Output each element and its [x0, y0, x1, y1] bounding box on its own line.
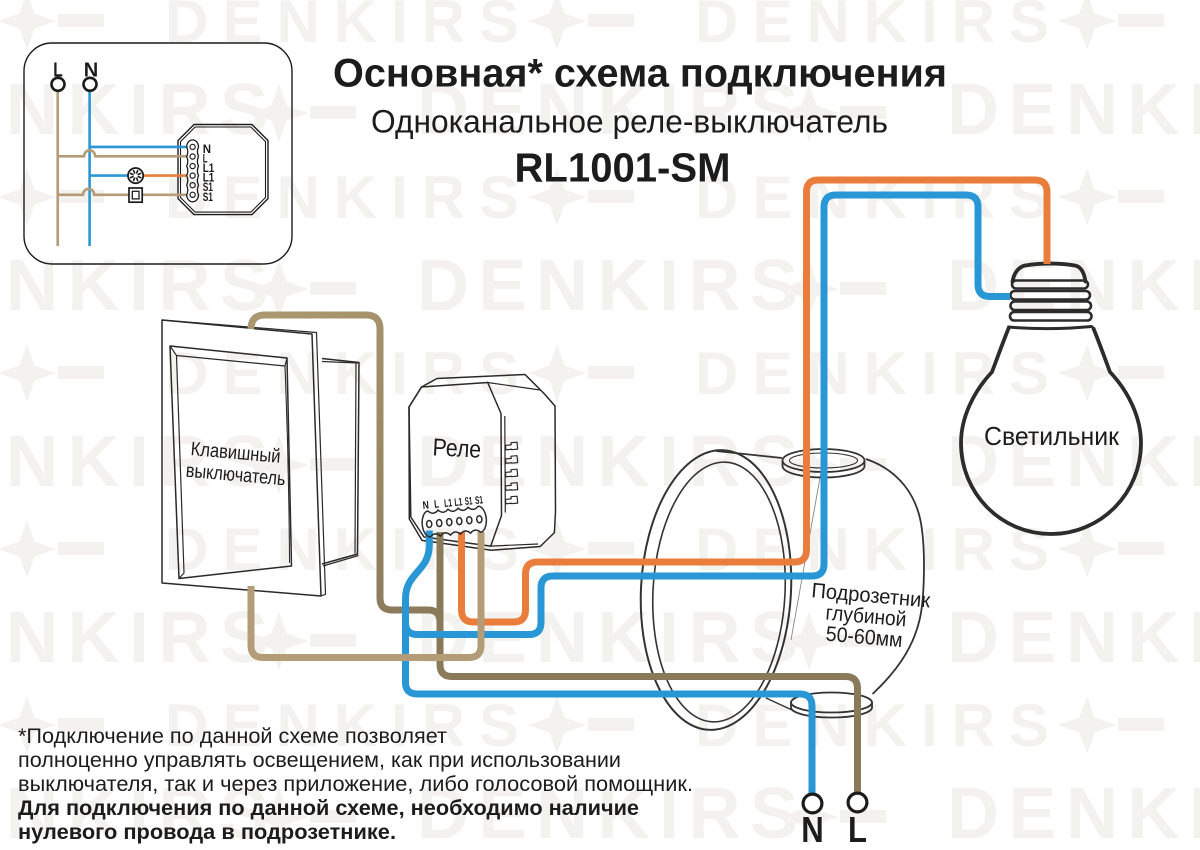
- svg-text:N: N: [422, 499, 429, 512]
- svg-text:S1: S1: [203, 180, 214, 194]
- svg-text:L: L: [203, 152, 208, 166]
- svg-text:L1: L1: [444, 497, 453, 510]
- svg-text:L1: L1: [203, 171, 215, 185]
- svg-text:N: N: [801, 809, 824, 845]
- svg-text:Одноканальное реле-выключатель: Одноканальное реле-выключатель: [371, 104, 888, 140]
- svg-text:L: L: [434, 498, 440, 510]
- svg-text:N: N: [203, 142, 211, 156]
- svg-text:S1: S1: [203, 190, 214, 204]
- svg-text:N: N: [84, 60, 99, 82]
- svg-text:нулевого провода в подрозетник: нулевого провода в подрозетнике.: [18, 820, 396, 844]
- svg-text:L: L: [848, 809, 867, 845]
- svg-text:выключателя, так и через прило: выключателя, так и через приложение, либ…: [18, 772, 693, 796]
- svg-text:L1: L1: [203, 161, 215, 175]
- svg-text:Для подключения по данной схем: Для подключения по данной схеме, необход…: [18, 796, 639, 820]
- svg-text:Основная* схема подключения: Основная* схема подключения: [333, 52, 947, 96]
- svg-text:*Подключение по данной схеме п: *Подключение по данной схеме позволяет: [18, 724, 447, 748]
- svg-text:RL1001-SM: RL1001-SM: [515, 145, 731, 191]
- svg-text:Светильник: Светильник: [984, 421, 1120, 451]
- svg-text:S1: S1: [464, 495, 473, 508]
- svg-text:полноценно управлять освещение: полноценно управлять освещением, как при…: [18, 748, 621, 772]
- svg-text:S1: S1: [474, 494, 483, 507]
- svg-text:L: L: [53, 60, 63, 82]
- svg-text:L1: L1: [454, 496, 463, 509]
- svg-text:Реле: Реле: [432, 434, 482, 464]
